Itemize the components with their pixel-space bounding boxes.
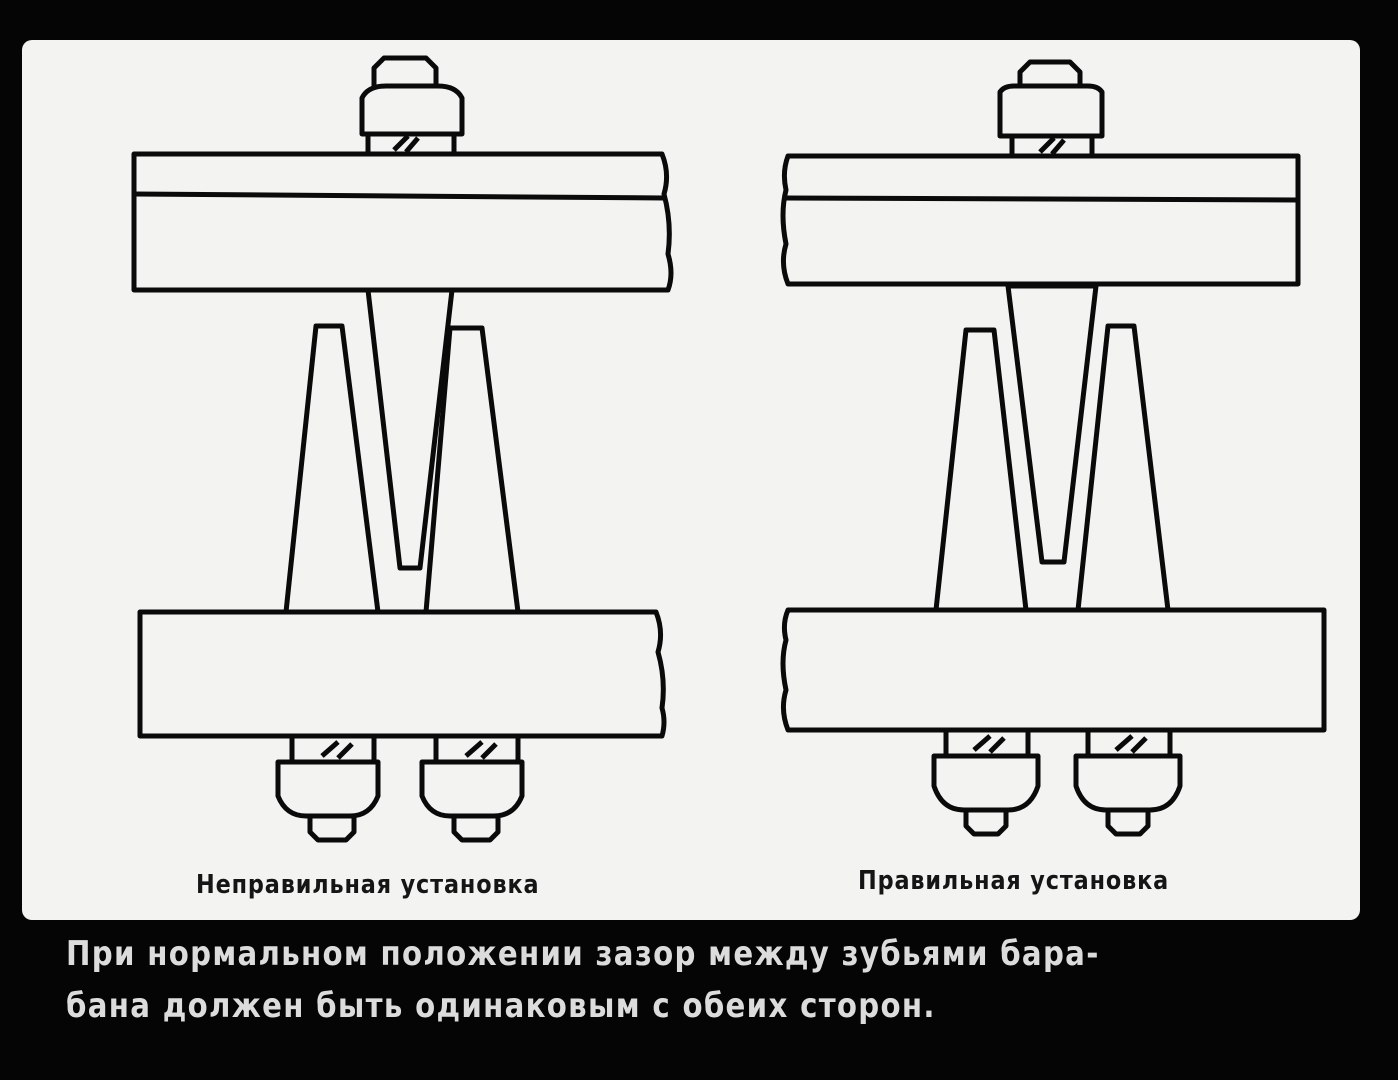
drum-teeth-diagram: [131, 55, 1327, 843]
lower-tooth-left-1: [283, 323, 381, 615]
top-bar-left: [131, 151, 674, 293]
bottom-bolt-right-2: [1073, 727, 1183, 837]
upper-tooth-left: [365, 287, 455, 571]
incorrect-installation-label: Неправильная установка: [196, 870, 540, 900]
correct-installation-label: Правильная установка: [858, 866, 1170, 896]
top-bolt-right: [997, 59, 1105, 163]
correct-installation-diagram: [780, 59, 1327, 837]
slide-caption: При нормальном положении зазор между зуб…: [66, 928, 1175, 1032]
bottom-bolt-left-2: [419, 733, 525, 843]
top-bar-right: [780, 153, 1301, 287]
lower-tooth-right-1: [933, 327, 1029, 613]
incorrect-installation-diagram: [131, 55, 674, 843]
top-bolt-left: [359, 55, 465, 161]
slide-panel: Неправильная установка Правильная устано…: [22, 40, 1360, 920]
bottom-bolt-right-1: [931, 727, 1041, 837]
bottom-bar-right: [780, 607, 1327, 733]
lower-tooth-right-2: [1075, 323, 1171, 613]
caption-line-2: бана должен быть одинаковым с обеих стор…: [66, 986, 936, 1026]
caption-line-1: При нормальном положении зазор между зуб…: [66, 934, 1100, 974]
bottom-bolt-left-1: [275, 733, 381, 843]
bottom-bar-left: [137, 609, 667, 739]
upper-tooth-right: [1005, 283, 1099, 565]
